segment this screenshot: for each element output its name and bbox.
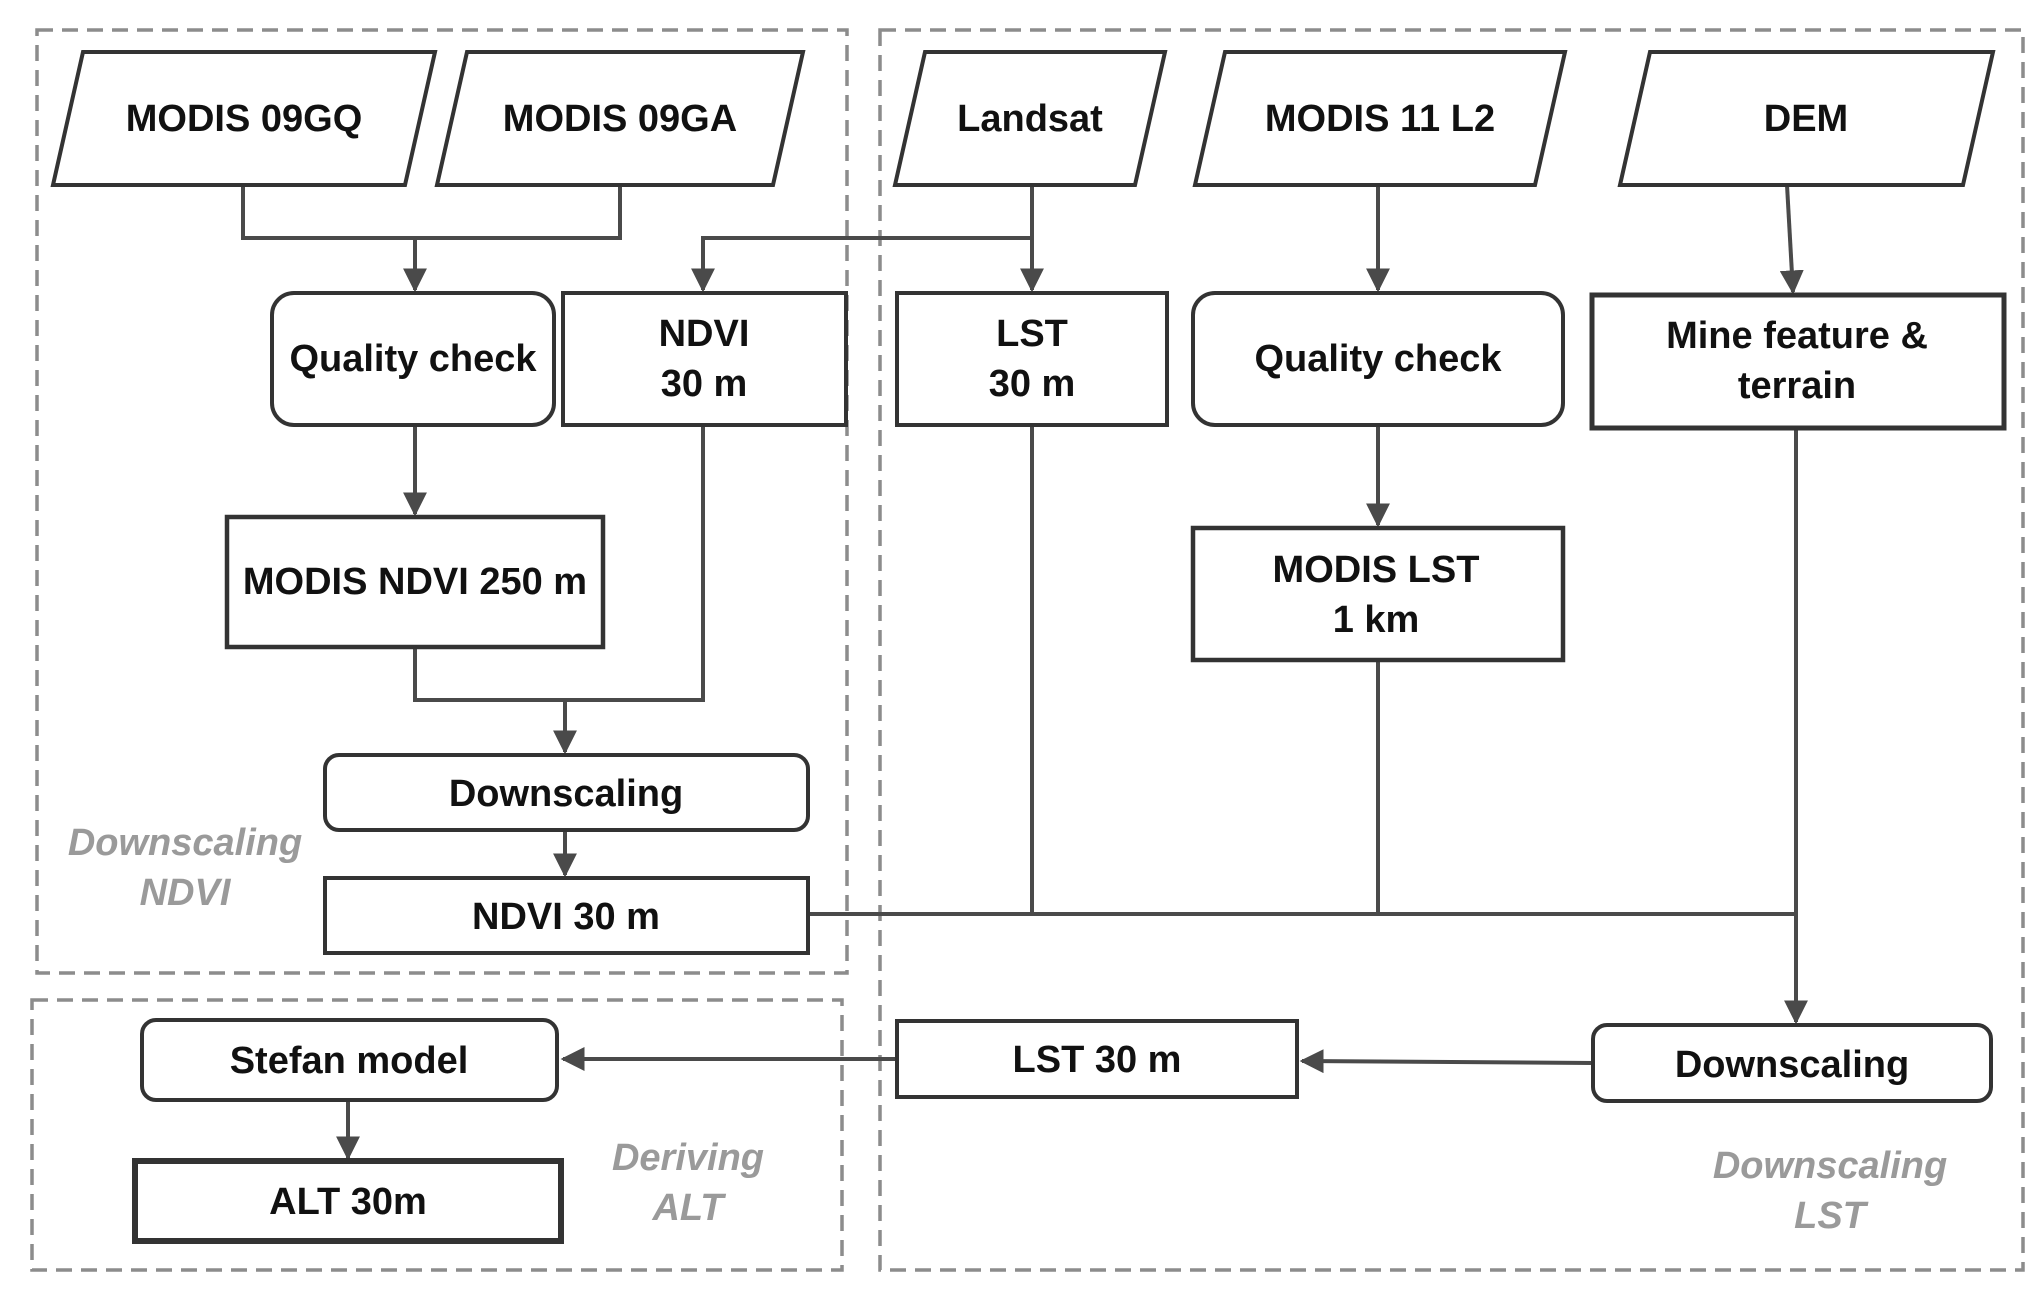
node-lst-30m-output: LST 30 m (895, 1019, 1299, 1099)
rounded-box (323, 753, 810, 832)
connectors (241, 184, 1808, 1161)
parallelogram-shape (1192, 50, 1568, 187)
node-stefan-model-label: Stefan model (230, 1040, 469, 1082)
input-modis-09gq-label: MODIS 09GQ (126, 98, 363, 140)
node-modis-lst-1km: MODIS LST 1 km (1190, 525, 1566, 663)
connector-modis-ndvi-down (413, 647, 565, 702)
region-label-downscaling-ndvi-line1: Downscaling (68, 822, 302, 864)
node-mine-feature-line2: terrain (1738, 365, 1856, 407)
node-ndvi-quality-check: Quality check (270, 291, 556, 427)
input-modis-11l2-label: MODIS 11 L2 (1265, 98, 1495, 140)
input-modis-11l2: MODIS 11 L2 (1192, 50, 1568, 187)
parallelogram-shape (892, 50, 1168, 187)
box (895, 291, 1169, 427)
node-ndvi-30m-line2: 30 m (661, 363, 748, 405)
input-modis-09ga: MODIS 09GA (434, 50, 806, 187)
node-alt-30m-label: ALT 30m (269, 1181, 427, 1223)
node-modis-ndvi-250m-label: MODIS NDVI 250 m (243, 561, 587, 603)
parallelogram-shape (50, 50, 438, 187)
input-landsat-label: Landsat (957, 98, 1103, 140)
arrow-landsat-to-ndvi (691, 236, 1032, 293)
connector-modis-inputs-to-quality-check (241, 185, 622, 240)
node-mine-feature-line1: Mine feature & (1666, 315, 1928, 357)
box (224, 514, 606, 650)
parallelogram-shape (434, 50, 806, 187)
node-stefan-model: Stefan model (140, 1018, 559, 1102)
region-deriving-alt (30, 998, 844, 1272)
input-dem-label: DEM (1764, 98, 1848, 140)
node-modis-lst-line2: 1 km (1333, 599, 1420, 641)
region-label-downscaling-ndvi-line2: NDVI (140, 872, 232, 914)
region-label-downscaling-lst-line1: Downscaling (1713, 1145, 1947, 1187)
node-lst-30m-line1: LST (996, 313, 1068, 355)
region-downscaling-ndvi (35, 28, 849, 975)
input-landsat: Landsat (892, 50, 1168, 187)
node-mine-feature-terrain: Mine feature & terrain (1589, 292, 2007, 431)
node-lst-quality-check: Quality check (1191, 291, 1565, 427)
region-label-deriving-alt-line2: ALT (651, 1187, 726, 1229)
node-ndvi-downscaling-label: Downscaling (449, 773, 683, 815)
input-dem: DEM (1617, 50, 1996, 187)
box (132, 1158, 564, 1244)
node-alt-30m: ALT 30m (132, 1158, 564, 1244)
input-modis-09ga-label: MODIS 09GA (503, 98, 737, 140)
arrow-dem-to-mine-feature (1779, 184, 1804, 295)
node-lst-30m: LST 30 m (895, 291, 1169, 427)
rounded-box (140, 1018, 559, 1102)
rounded-box (270, 291, 556, 427)
node-ndvi-downscaling: Downscaling (323, 753, 810, 832)
node-modis-ndvi-250m: MODIS NDVI 250 m (224, 514, 606, 650)
arrow-lst-downscaling-to-lst-output (1299, 1049, 1594, 1074)
box (561, 291, 848, 427)
box (895, 1019, 1299, 1099)
node-ndvi-30m: NDVI 30 m (561, 291, 848, 427)
box (1589, 292, 2007, 431)
region-label-deriving-alt-line1: Deriving (612, 1137, 764, 1179)
node-lst-quality-check-label: Quality check (1254, 338, 1502, 380)
connector-ndvi30-down (565, 425, 705, 702)
box (323, 876, 810, 955)
rounded-box (1191, 291, 1565, 427)
region-label-downscaling-lst-line2: LST (1794, 1195, 1869, 1237)
node-ndvi-30m-output: NDVI 30 m (323, 876, 810, 955)
node-lst-30m-output-label: LST 30 m (1013, 1039, 1182, 1081)
rounded-box (1591, 1023, 1993, 1103)
box (1190, 525, 1566, 663)
node-lst-downscaling-label: Downscaling (1675, 1044, 1909, 1086)
node-ndvi-quality-check-label: Quality check (289, 338, 537, 380)
node-ndvi-30m-line1: NDVI (659, 313, 750, 355)
node-modis-lst-line1: MODIS LST (1273, 549, 1480, 591)
parallelogram-shape (1617, 50, 1996, 187)
input-modis-09gq: MODIS 09GQ (50, 50, 438, 187)
node-ndvi-30m-output-label: NDVI 30 m (472, 896, 660, 938)
node-lst-downscaling: Downscaling (1591, 1023, 1993, 1103)
node-lst-30m-line2: 30 m (989, 363, 1076, 405)
region-downscaling-lst (878, 28, 2025, 1272)
